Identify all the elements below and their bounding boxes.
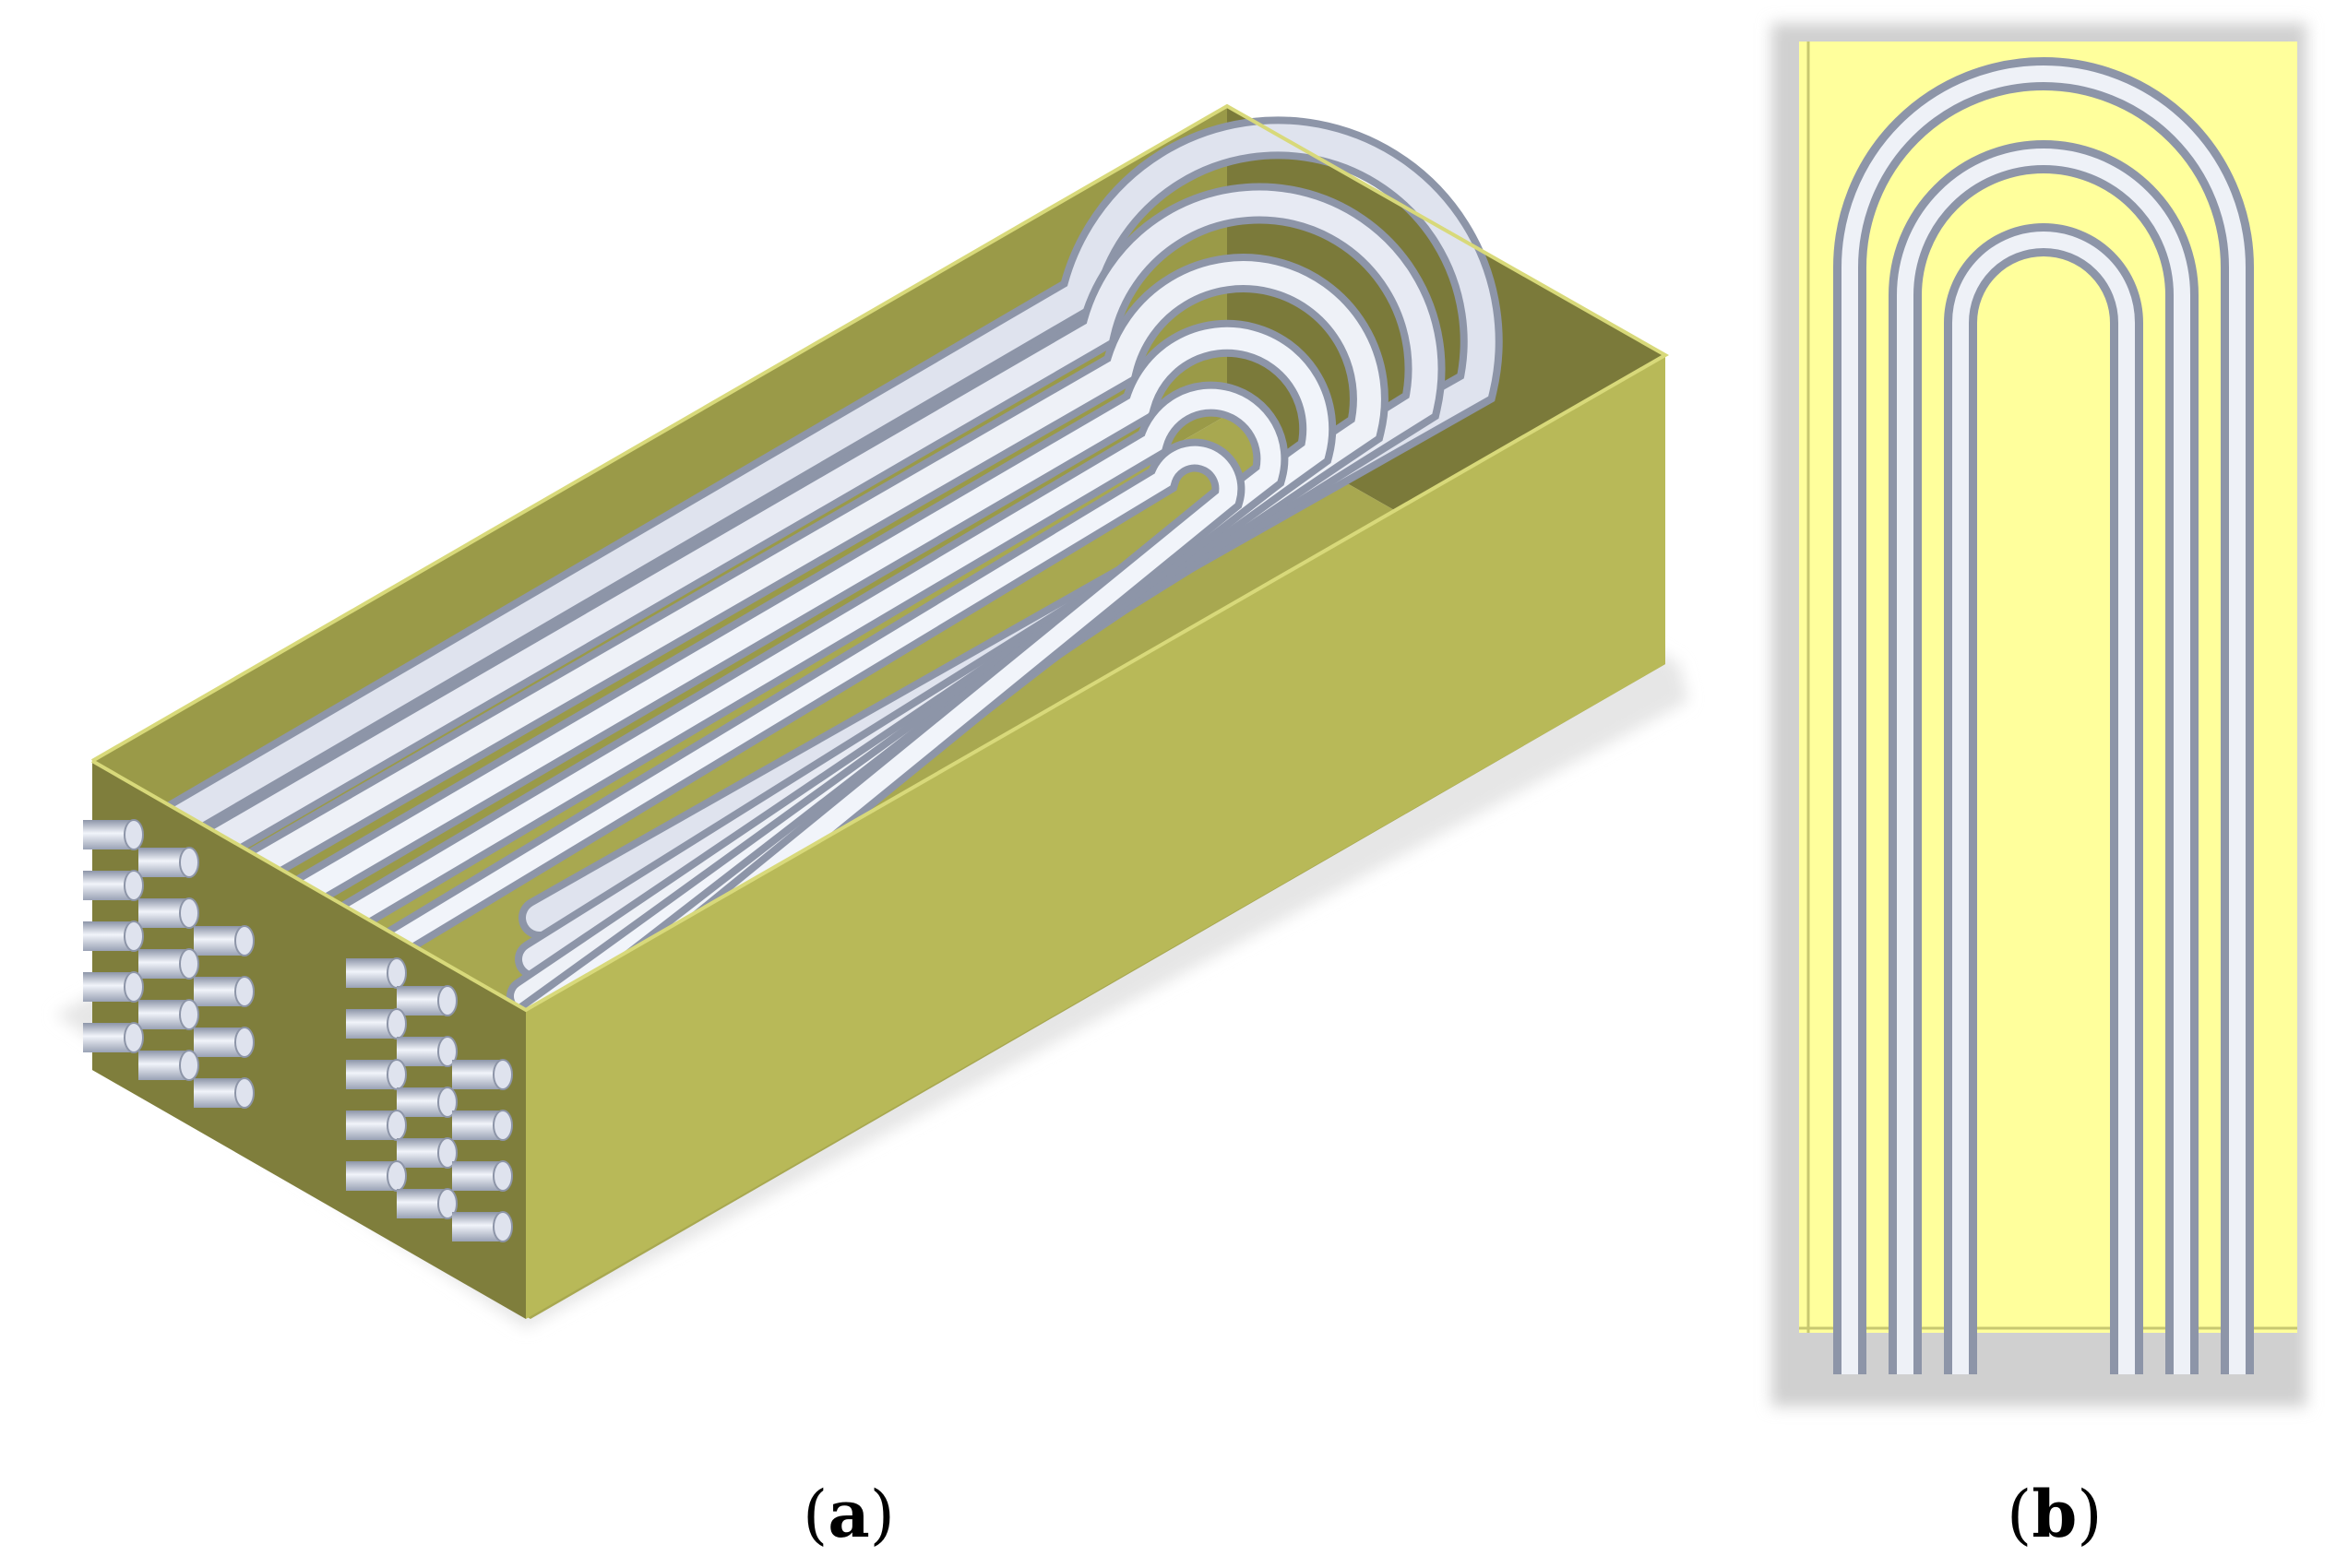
tube-stubs-left-group: [83, 819, 255, 1109]
caption-a-letter: a: [828, 1476, 870, 1552]
box-front-wall: [526, 355, 1665, 1319]
caption-b-letter: b: [2032, 1476, 2078, 1552]
panel-a-isometric-view: [55, 103, 1688, 1328]
box-top-edge: [91, 103, 1670, 1013]
caption-a: (a): [803, 1476, 895, 1552]
plan-background: [1799, 42, 2297, 1333]
tube-stubs-right-group: [346, 957, 513, 1242]
tube-bundle-iso: [140, 116, 1503, 1105]
box-end-wall: [92, 761, 526, 1319]
panel-b-plan-view: [1771, 23, 2306, 1407]
plan-u-tubes: [1833, 57, 2254, 1374]
caption-b: (b): [2007, 1476, 2103, 1552]
